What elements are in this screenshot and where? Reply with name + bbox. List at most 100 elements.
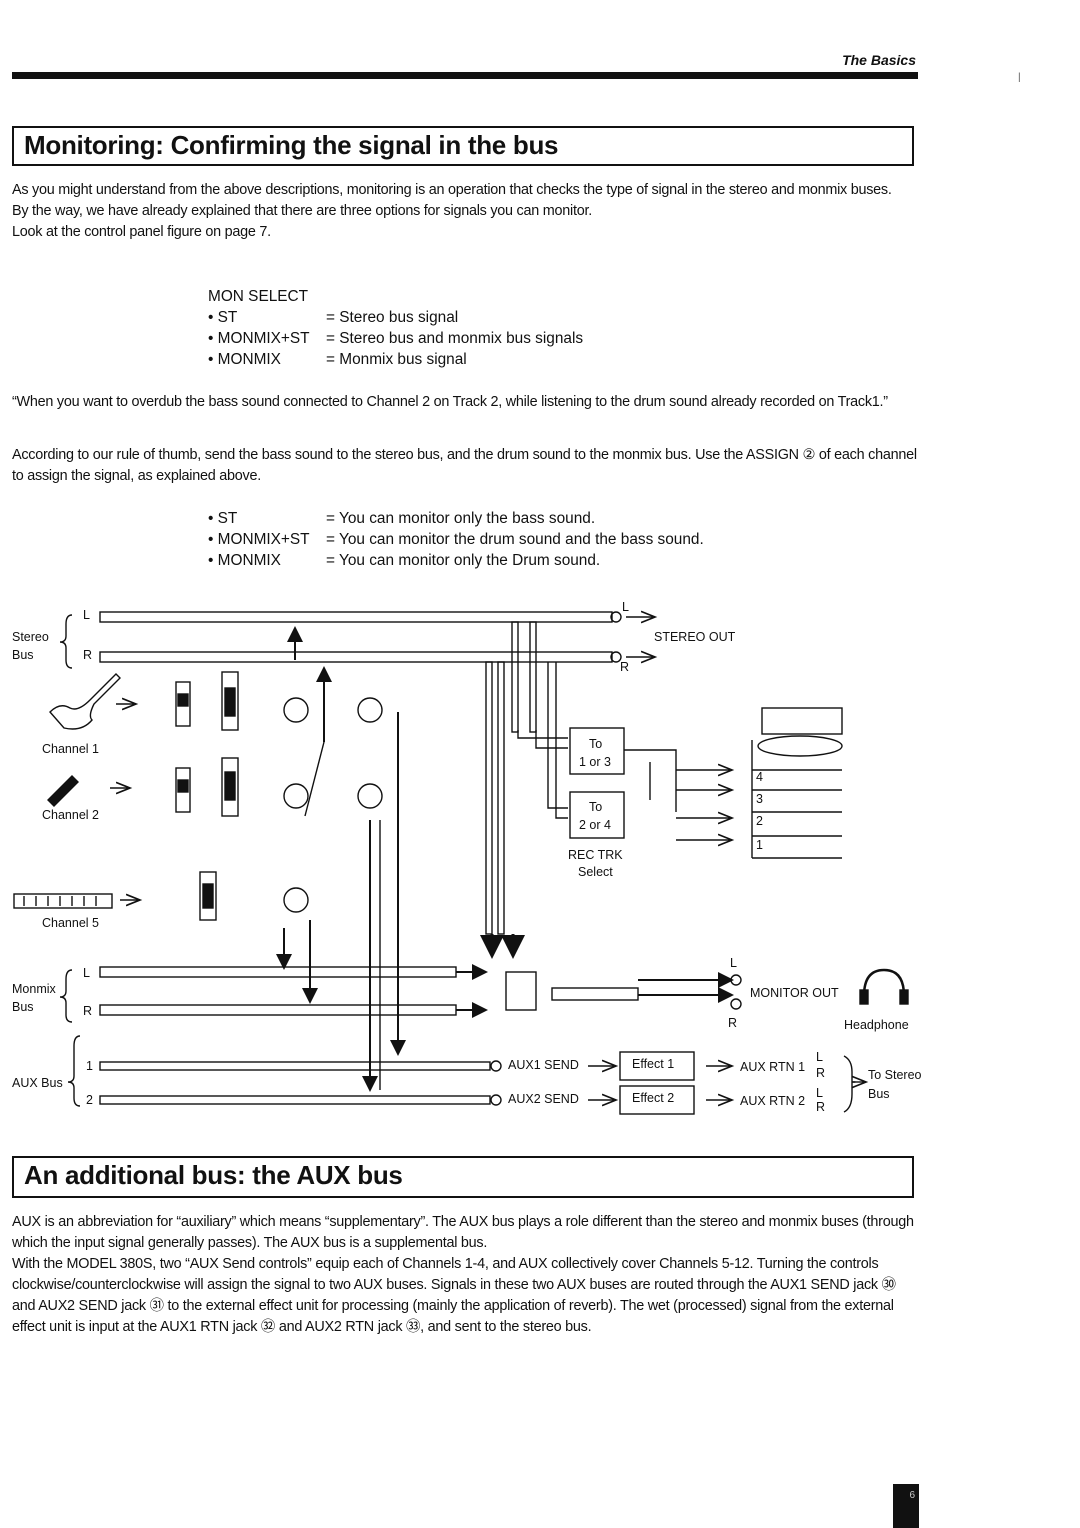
aux-knob-icon: [357, 697, 383, 723]
effect-2-label: Effect 2: [632, 1091, 675, 1105]
monmix-bus-label-2: Bus: [12, 1000, 34, 1014]
option-label: • ST: [208, 510, 238, 527]
header-rule: [12, 72, 918, 79]
signal-flow-diagram: [13, 596, 909, 1115]
pan-knob-icon: [283, 697, 309, 723]
intro-line-2: By the way, we have already explained th…: [12, 203, 592, 219]
monmix-l-label: L: [83, 966, 90, 980]
intro-line-3: Look at the control panel figure on page…: [12, 224, 271, 240]
option-label: • MONMIX: [208, 552, 281, 569]
to-stereo-label: To Stereo: [868, 1068, 922, 1082]
aux-2-label: 2: [86, 1093, 93, 1107]
bus-pipes: [480, 621, 568, 959]
stereo-out-r: R: [620, 660, 630, 674]
monmix-r-label: R: [83, 1004, 93, 1018]
margin-mark: |: [1018, 72, 1021, 83]
rec-trk-box-1-3: [569, 727, 625, 775]
option-label: • MONMIX: [208, 351, 281, 368]
channel-1-strip: [49, 671, 383, 731]
aux-paragraph: AUX is an abbreviation for “auxiliary” w…: [12, 1212, 920, 1338]
aux1-send-label: AUX1 SEND: [508, 1058, 579, 1072]
aux-paragraph-2: With the MODEL 380S, two “AUX Send contr…: [12, 1256, 896, 1335]
page-number: 6: [893, 1484, 919, 1528]
effect-2-box: [619, 1085, 695, 1115]
stereo-l-label: L: [83, 608, 90, 622]
mon-select-list: MON SELECT • ST = Stereo bus signal • MO…: [208, 286, 583, 370]
monitor-l-label: L: [730, 956, 737, 970]
stereo-bus-label: Stereo: [12, 630, 49, 644]
option-label: • MONMIX+ST: [208, 330, 310, 347]
option-desc: = Stereo bus signal: [326, 309, 459, 326]
monitor-r-label: R: [728, 1016, 738, 1030]
mon-select-switch-icon: [505, 971, 537, 1011]
quote-text: “When you want to overdub the bass sound…: [12, 394, 888, 410]
channel-1-label: Channel 1: [42, 742, 99, 756]
monitor-keyboard-icon: [551, 987, 639, 1001]
microphone-icon: [47, 775, 79, 807]
option-desc: = You can monitor the drum sound and the…: [326, 531, 704, 548]
jack-icon: [610, 651, 622, 663]
rec-trk-to: To: [589, 800, 603, 814]
effect-1-label: Effect 1: [632, 1057, 675, 1071]
mon-select-heading: MON SELECT: [208, 288, 309, 305]
option-label: • ST: [208, 309, 238, 326]
option-desc: = You can monitor only the Drum sound.: [326, 552, 601, 569]
aux-bus-label: AUX Bus: [12, 1076, 63, 1090]
channel-2-label: Channel 2: [42, 808, 99, 822]
input-switch-icon: [175, 681, 191, 727]
running-header: The Basics: [842, 52, 916, 68]
channel-connections: [276, 626, 406, 1092]
assign-switch-icon: [221, 671, 239, 731]
option-label: • MONMIX+ST: [208, 531, 310, 548]
effect-1-box: [619, 1051, 695, 1081]
intro-line-1: As you might understand from the above d…: [12, 182, 892, 198]
section-title-monitoring: Monitoring: Confirming the signal in the…: [12, 126, 914, 166]
stereo-bus: [59, 611, 655, 669]
mon-select-row: • MONMIX+ST = Stereo bus and monmix bus …: [208, 328, 583, 349]
channel-5-strip: [13, 871, 309, 921]
track-2-label: 2: [756, 814, 763, 828]
keyboard-icon: [13, 893, 113, 909]
channel-2-strip: [47, 757, 383, 817]
aux-rtn-1-label: AUX RTN 1: [740, 1060, 806, 1074]
cassette-recorder-icon: [751, 707, 843, 859]
stereo-out-l: L: [622, 600, 629, 614]
rec-trk-2-or-4: 2 or 4: [579, 818, 611, 832]
example-row: • ST = You can monitor only the bass sou…: [208, 508, 704, 529]
aux2-send-label: AUX2 SEND: [508, 1092, 579, 1106]
aux-paragraph-1: AUX is an abbreviation for “auxiliary” w…: [12, 1214, 914, 1251]
rec-trk-select-label: Select: [578, 865, 613, 879]
rec-trk-box-2-4: [569, 791, 625, 839]
example-row: • MONMIX+ST = You can monitor the drum s…: [208, 529, 704, 550]
monitor-out-label: MONITOR OUT: [750, 986, 839, 1000]
jack-icon: [730, 974, 742, 986]
aux-rtn-1-r: R: [816, 1066, 826, 1080]
to-stereo-bus-label: Bus: [868, 1087, 890, 1101]
rec-trk-to: To: [589, 737, 603, 751]
option-desc: = Monmix bus signal: [326, 351, 467, 368]
quote-paragraph: “When you want to overdub the bass sound…: [12, 392, 920, 413]
rule-text: According to our rule of thumb, send the…: [12, 447, 917, 484]
stereo-r-label: R: [83, 648, 93, 662]
aux-bus: [67, 1035, 616, 1107]
aux-rtn-2-label: AUX RTN 2: [740, 1094, 806, 1108]
monmix-bus-label: Monmix: [12, 982, 56, 996]
track-4-label: 4: [756, 770, 763, 784]
example-list: • ST = You can monitor only the bass sou…: [208, 508, 704, 571]
headphone-label: Headphone: [844, 1018, 909, 1032]
rec-trk-1-or-3: 1 or 3: [579, 755, 611, 769]
mon-select-row: • MONMIX = Monmix bus signal: [208, 349, 583, 370]
guitar-icon: [49, 673, 121, 730]
stereo-out-label: STEREO OUT: [654, 630, 736, 644]
rule-paragraph: According to our rule of thumb, send the…: [12, 445, 920, 487]
track-3-label: 3: [756, 792, 763, 806]
aux-1-label: 1: [86, 1059, 93, 1073]
headphone-icon: [862, 968, 906, 997]
jack-icon: [730, 998, 742, 1010]
monmix-bus: [59, 964, 488, 1023]
intro-paragraph: As you might understand from the above d…: [12, 180, 920, 243]
section-title-aux-bus: An additional bus: the AUX bus: [12, 1156, 914, 1198]
jack-icon: [610, 611, 622, 623]
example-row: • MONMIX = You can monitor only the Drum…: [208, 550, 704, 571]
channel-5-label: Channel 5: [42, 916, 99, 930]
